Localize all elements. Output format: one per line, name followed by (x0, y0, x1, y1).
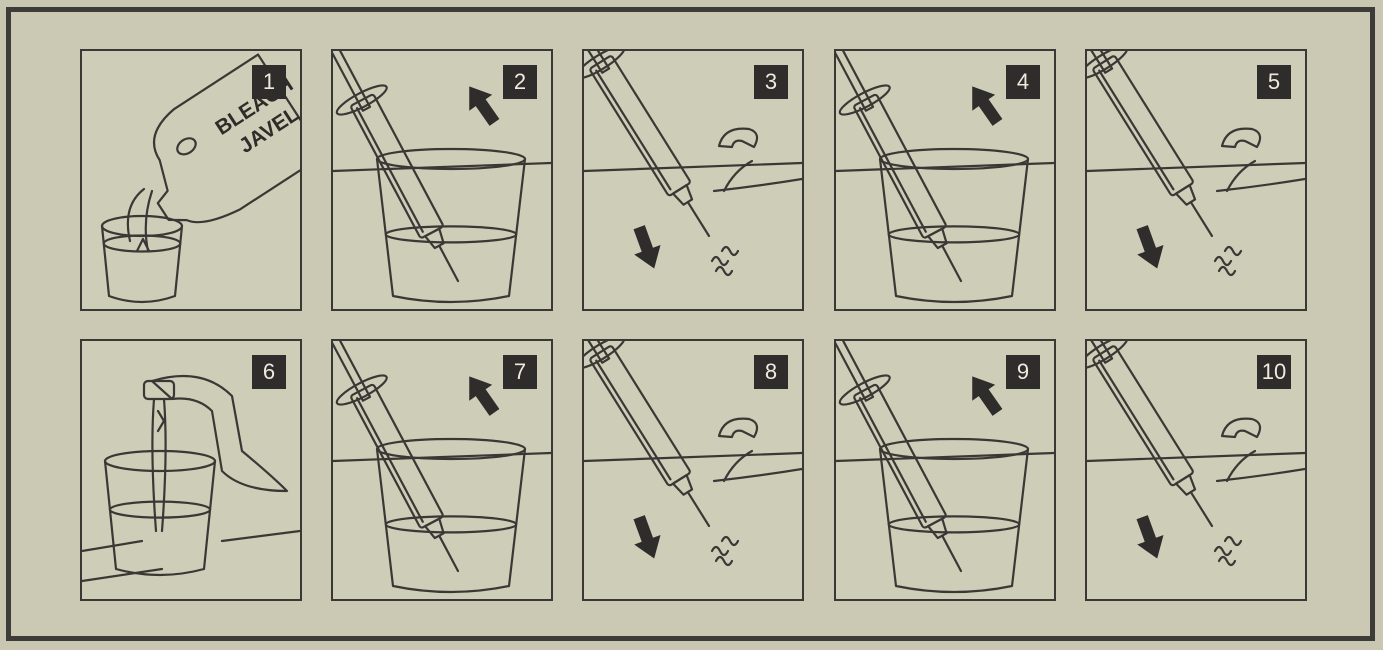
step-panel-4: 4 (834, 49, 1056, 311)
step-panel-6: 6 (80, 339, 302, 601)
arrow-down-icon (1129, 512, 1170, 563)
arrow-down-icon (626, 222, 667, 273)
arrow-up-icon (961, 368, 1009, 420)
step-panel-10: 10 (1085, 339, 1307, 601)
step-number-badge: 4 (1006, 65, 1040, 99)
arrow-down-icon (626, 512, 667, 563)
step-number-badge: 5 (1257, 65, 1291, 99)
step-panel-8: 8 (582, 339, 804, 601)
arrow-up-icon (458, 368, 506, 420)
step-number-badge: 9 (1006, 355, 1040, 389)
step-number-badge: 10 (1257, 355, 1291, 389)
step-number-badge: 2 (503, 65, 537, 99)
step-number-badge: 6 (252, 355, 286, 389)
step-panel-7: 7 (331, 339, 553, 601)
step-panel-3: 3 (582, 49, 804, 311)
step-panel-9: 9 (834, 339, 1056, 601)
step-number-badge: 8 (754, 355, 788, 389)
step-panel-2: 2 (331, 49, 553, 311)
arrow-up-icon (458, 78, 506, 130)
step-number-badge: 7 (503, 355, 537, 389)
step-number-badge: 3 (754, 65, 788, 99)
step-panel-1: BLEACH JAVEL 1 (80, 49, 302, 311)
arrow-up-icon (961, 78, 1009, 130)
step-panel-5: 5 (1085, 49, 1307, 311)
step-number-badge: 1 (252, 65, 286, 99)
instruction-frame: BLEACH JAVEL 1 2 3 (6, 7, 1375, 641)
arrow-down-icon (1129, 222, 1170, 273)
